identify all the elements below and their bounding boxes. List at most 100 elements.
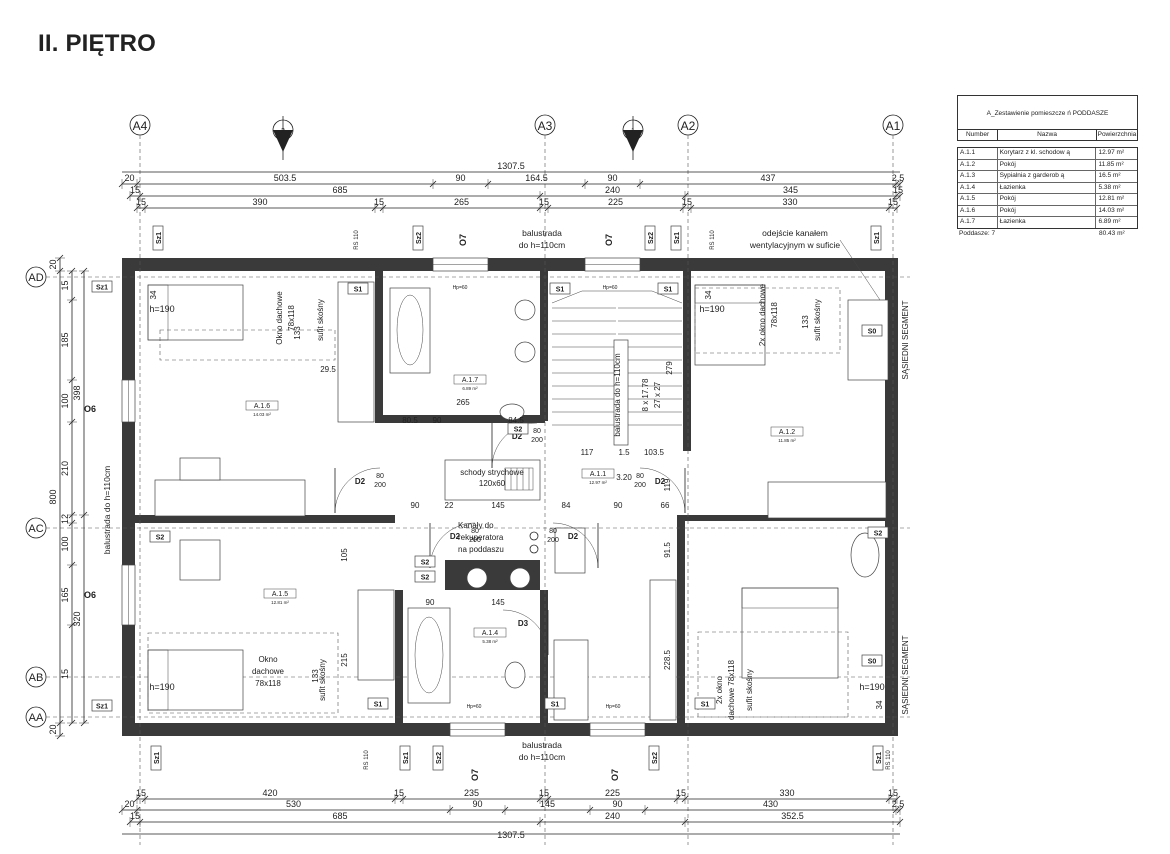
door-height: 200 [547,537,559,544]
wall-tag-box [507,422,529,435]
vent-note: odejście kanałem [762,228,828,238]
interior-dimension: 66 [661,501,670,510]
dimension-left-mid: 210 [60,461,70,476]
interior-dimension: 119 [663,478,672,491]
bathtub-bowl [396,294,424,366]
interior-dimension: 145 [491,501,505,510]
door-height: 200 [374,482,386,489]
wall-tag-box [670,225,682,251]
room-name: Łazienka [998,217,1097,228]
bed-top-left [147,284,244,341]
room-area: 11.85 m² [1098,160,1124,168]
dimension-top-3: 15 [539,197,549,207]
bathtub-bowl [414,616,444,694]
room-area: 16.5 m² [1098,172,1121,179]
dimension-top-1: 503.5 [274,173,297,183]
window-label: O6 [84,404,96,414]
dimension-top-1: 2.5 [892,173,905,183]
door-label: D3 [518,619,529,628]
interior-dimension: 133 [311,669,320,683]
sink-bottom [509,567,531,589]
door-width: 80 [471,528,479,535]
window-label: O6 [84,590,96,600]
vent-leader [839,239,881,301]
wall-tag-box [861,324,883,337]
window-label: O7 [458,234,468,246]
room-area: 5.38 m² [1098,183,1121,191]
dimension-top-2: 240 [605,185,620,195]
room-id: A.1.2 [779,429,795,436]
schedule-header: A_Zestawienie pomieszcze ń PODDASZE [957,95,1138,130]
room-area: 6.89 m² [1098,218,1121,225]
room-area: 14.03 m² [253,412,271,417]
stair-size: 27 x 27 [653,381,662,408]
radiator-note: RS 110 [710,230,716,250]
column-number: Number [958,130,999,140]
cabinet-left [337,281,375,423]
recuperator-note: Kanały do [458,521,494,530]
axis-label: AA [29,712,44,724]
wall-tag-box [657,282,679,295]
interior-dimension: 29.5 [320,365,336,374]
wall-tag-box [872,745,884,771]
dimension-left-mid: 100 [60,393,70,408]
wall-tag-box [152,225,164,251]
room-area: 12.81 m² [1098,195,1125,202]
room-area: 12.97 m² [1098,149,1125,156]
partition-wall [540,590,548,723]
wall-tag-box [867,526,889,539]
dimension-bot-3: 240 [605,811,620,821]
wall-tag: S1 [556,287,565,294]
door-label: D2 [355,477,366,486]
adjacent-segment-note: SĄSIEDNI SEGMENT [901,300,910,379]
partition-wall [135,515,395,523]
radiator-note: RS 110 [354,230,360,250]
skylight-note: 78x118 [255,679,281,688]
total-value: 80.43 m² [1099,229,1125,237]
wall-tag: S2 [874,531,883,538]
section-number: 2 [281,128,285,135]
vent-note: wentylacyjnym w suficie [749,240,840,250]
dimension-top-1: 90 [607,173,617,183]
axis-label: AD [28,272,43,284]
room-number: A.1.5 [958,194,998,205]
axis-label: A3 [538,119,553,133]
wall-tag-box [91,280,113,293]
interior-dimension: 215 [340,653,349,667]
attic-stairs-note: schody strychowe [460,468,524,477]
balustrade-note: balustrada [522,740,562,750]
door-width: 80 [549,528,557,535]
dimension-bot-1: 15 [676,788,686,798]
wall-tag: Sz1 [96,285,108,292]
dimension-bot-2: 90 [472,799,482,809]
wall-tag: S1 [551,702,560,709]
pillow [147,284,169,341]
door-height: 200 [634,482,646,489]
door-width: 80 [376,473,384,480]
dimension-left-mid: 15 [60,280,70,290]
skylight-note: 2x okno [715,675,724,704]
toilet-top [499,403,525,421]
wall-tag-box [648,745,660,771]
door-swing [334,467,381,514]
partition-wall [683,271,691,451]
room-id: A.1.4 [482,630,498,637]
wardrobe-right [767,481,887,519]
sloped-ceiling-note: sufit skośny [316,299,325,341]
room-area: 6.89 m² [462,386,478,391]
double-bed [741,587,839,679]
door-label: D2 [450,532,461,541]
interior-dimension: 90 [411,501,420,510]
interior-dimension: 228.5 [663,649,672,670]
room-name: Pokój [998,205,1097,216]
dimension-top-2: 685 [332,185,347,195]
wall-tag-box [870,225,882,251]
room-id: A.1.6 [254,403,270,410]
toilet-bottom [504,661,526,689]
wall-tag: Sz1 [876,752,883,764]
